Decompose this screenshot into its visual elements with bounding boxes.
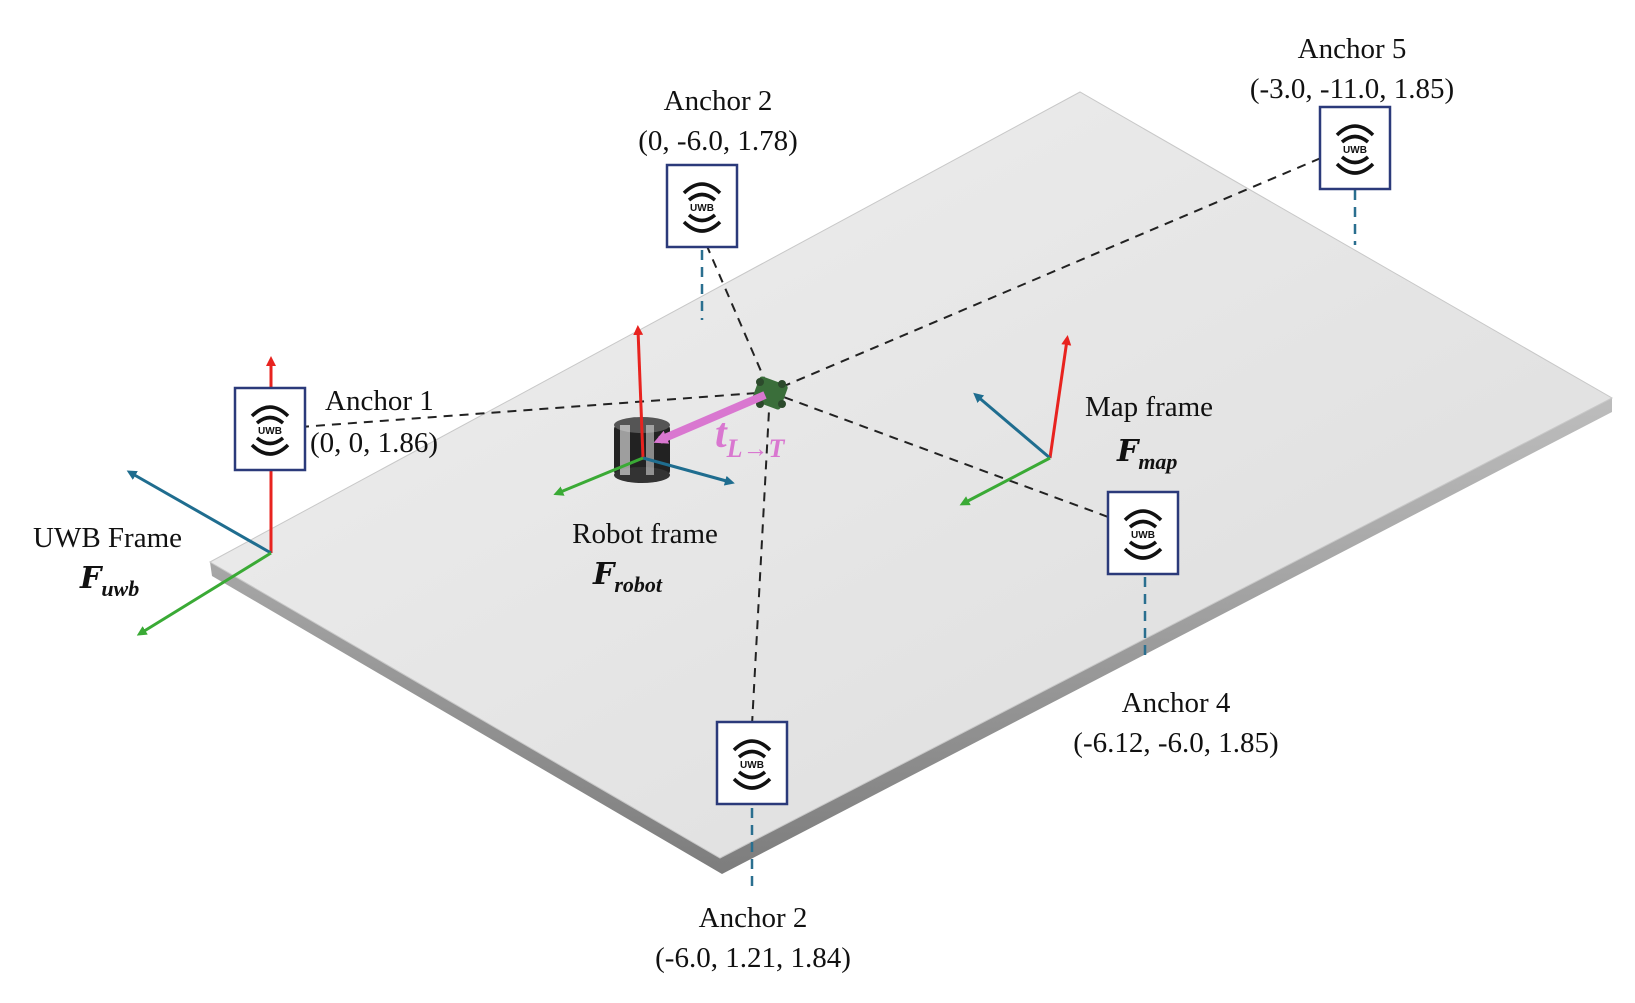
uwb-label: UWB xyxy=(740,760,764,771)
anchor-icon-4: UWB xyxy=(1106,490,1180,576)
translation-vector xyxy=(653,391,767,444)
anchor-2-bottom-name: Anchor 2 xyxy=(699,902,808,934)
map-y-axis xyxy=(973,392,1051,460)
map-frame-symbol: Fmap xyxy=(1116,434,1177,474)
robot-frame-symbol: Frobot xyxy=(592,557,663,597)
robot-frame-axes xyxy=(553,325,735,496)
robot-frame-label: Robot frame xyxy=(572,518,718,550)
floor-top xyxy=(208,91,1614,859)
anchor-5-coords: (-3.0, -11.0, 1.85) xyxy=(1250,73,1454,105)
robot-z-axis xyxy=(553,456,644,496)
range-line-anchor-2-top xyxy=(699,229,771,393)
uwb-frame-symbol: Fuwb xyxy=(79,561,139,601)
uwb-signal-icon xyxy=(1123,509,1163,560)
anchor-1-name: Anchor 1 xyxy=(325,385,434,417)
uwb-signal-icon xyxy=(1335,124,1375,175)
range-lines xyxy=(299,151,1336,726)
uwb-signal-icon xyxy=(682,182,722,233)
translation-label: tL→T xyxy=(715,411,786,463)
uwb-label: UWB xyxy=(258,426,282,437)
anchor-icon-2-bottom: UWB xyxy=(715,720,789,806)
anchor-2-top-coords: (0, -6.0, 1.78) xyxy=(638,125,797,157)
anchor-4-coords: (-6.12, -6.0, 1.85) xyxy=(1073,727,1278,759)
anchor-icon-5: UWB xyxy=(1318,105,1392,191)
range-line-anchor-4 xyxy=(769,391,1139,529)
uwb-signal-icon xyxy=(732,739,772,790)
anchor-posts xyxy=(700,190,1357,888)
anchor-2-top-name: Anchor 2 xyxy=(664,85,773,117)
uwb-label: UWB xyxy=(1343,145,1367,156)
uwb-signal-icon xyxy=(250,405,290,456)
range-line-anchor-1 xyxy=(299,391,771,428)
uwb-label: UWB xyxy=(1131,530,1155,541)
robot-y-axis xyxy=(642,456,735,486)
map-frame-axes xyxy=(959,335,1072,506)
map-z-axis xyxy=(959,456,1051,506)
robot-x-axis xyxy=(633,325,645,459)
floor-plane xyxy=(208,91,1614,874)
range-line-anchor-5 xyxy=(769,151,1336,393)
map-frame-label: Map frame xyxy=(1085,391,1213,423)
anchor-1-coords: (0, 0, 1.86) xyxy=(310,427,438,459)
uwb-y-axis xyxy=(126,470,272,555)
anchor-icon-2-top: UWB xyxy=(665,163,739,249)
anchor-5-name: Anchor 5 xyxy=(1298,33,1407,65)
uwb-label: UWB xyxy=(690,203,714,214)
anchor-2-bottom-coords: (-6.0, 1.21, 1.84) xyxy=(655,942,851,974)
uwb-tag-device xyxy=(752,376,788,410)
uwb-z-axis xyxy=(136,551,272,636)
anchor-icon-1: UWB xyxy=(233,386,307,472)
map-x-axis xyxy=(1048,335,1072,459)
uwb-frame-label: UWB Frame xyxy=(33,522,182,554)
range-line-anchor-2-bottom xyxy=(751,391,771,726)
anchor-4-name: Anchor 4 xyxy=(1122,687,1231,719)
